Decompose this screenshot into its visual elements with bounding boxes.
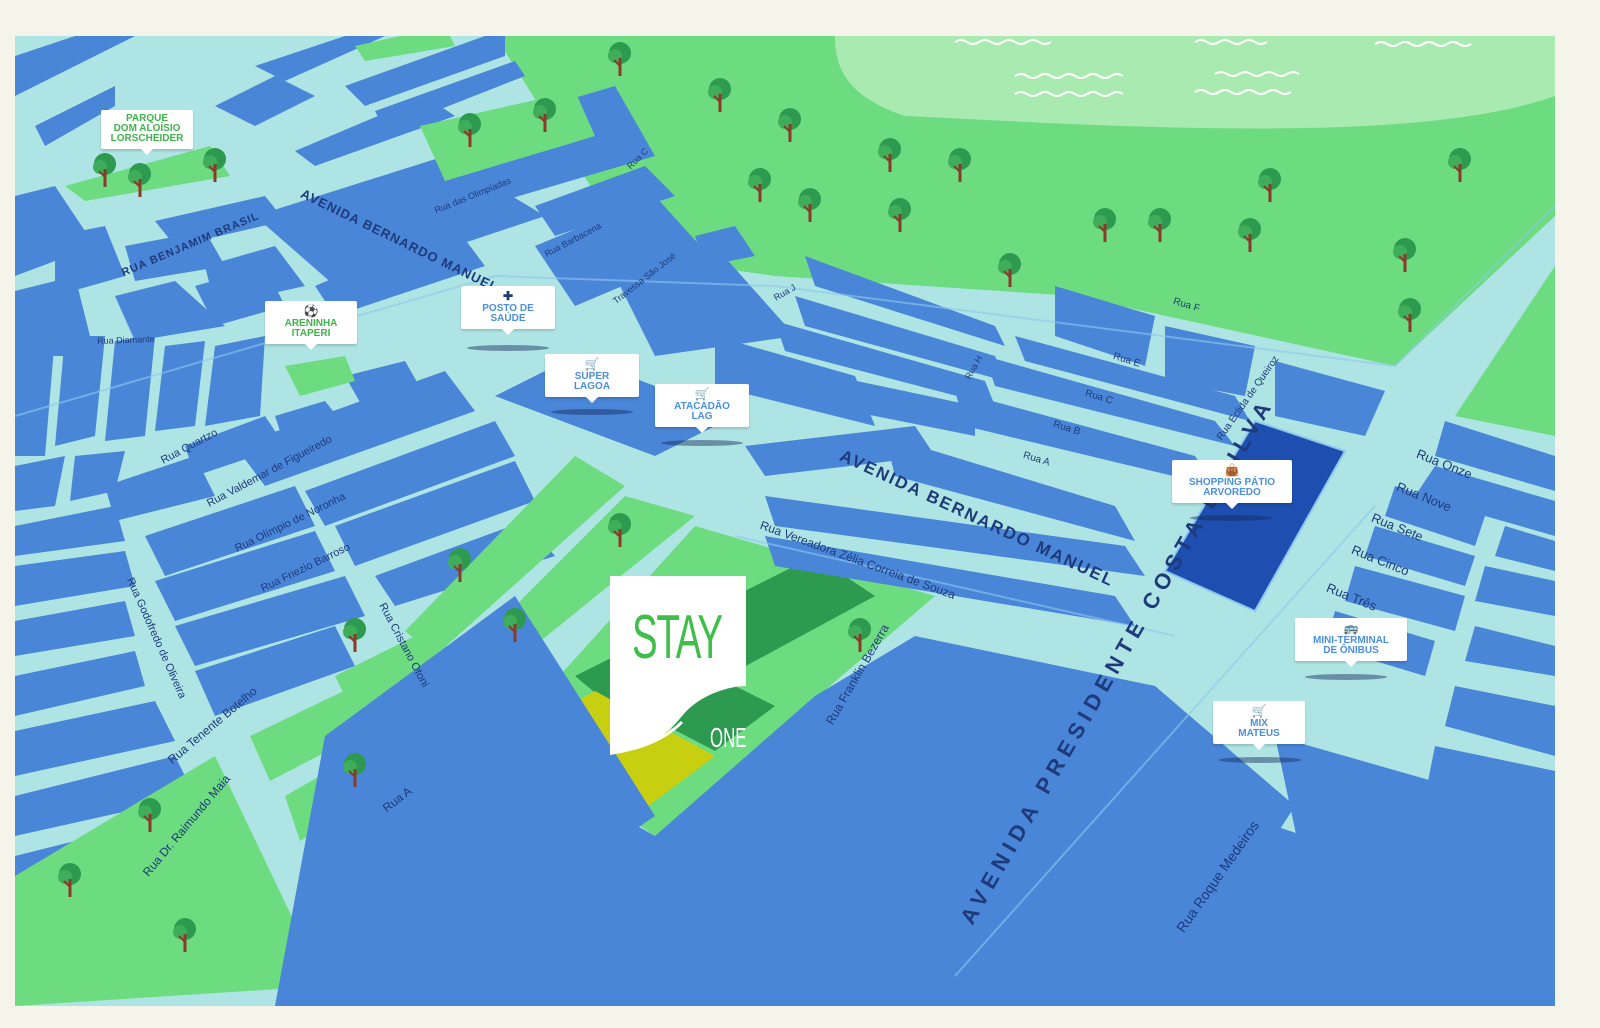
tree-icon xyxy=(875,136,905,176)
lake-area xyxy=(835,36,1555,129)
cart-icon: 🛒 xyxy=(584,357,600,371)
tree-icon xyxy=(1445,146,1475,186)
cross-icon: ✚ xyxy=(502,289,514,303)
bus-icon: 🚌 xyxy=(1343,621,1359,635)
poi-atacadao-lag[interactable]: 🛒 ATACADÃO LAG xyxy=(655,384,749,433)
poi-parque-dom-aloisio[interactable]: PARQUE DOM ALOÍSIO LORSCHEIDER xyxy=(101,110,193,155)
ball-icon: ⚽ xyxy=(303,304,319,318)
stay-one-flag xyxy=(610,576,746,755)
tree-icon xyxy=(55,861,85,901)
cart-icon: 🛒 xyxy=(694,387,710,401)
tree-icon xyxy=(530,96,560,136)
tree-icon xyxy=(605,511,635,551)
tree-icon xyxy=(170,916,200,956)
poi-mix-mateus[interactable]: 🛒 MIX MATEUS xyxy=(1213,701,1305,750)
tree-icon xyxy=(445,546,475,586)
street-rua-diamante: Rua Diamante xyxy=(97,333,155,346)
map-base xyxy=(15,36,1555,1006)
tree-icon xyxy=(125,161,155,201)
tree-icon xyxy=(1395,296,1425,336)
tree-icon xyxy=(705,76,735,116)
tree-icon xyxy=(340,616,370,656)
tree-icon xyxy=(500,606,530,646)
tree-icon xyxy=(995,251,1025,291)
tree-icon xyxy=(135,796,165,836)
bag-icon: 👜 xyxy=(1224,463,1240,477)
tree-icon xyxy=(845,616,875,656)
tree-icon xyxy=(1235,216,1265,256)
tree-icon xyxy=(1255,166,1285,206)
poi-areninha-itaperi[interactable]: ⚽ ARENINHA ITAPERI xyxy=(265,301,357,350)
tree-icon xyxy=(1390,236,1420,276)
poi-super-lagoa[interactable]: 🛒 SUPER LAGOA xyxy=(545,354,639,403)
one-text: ONE xyxy=(710,722,747,753)
tree-icon xyxy=(775,106,805,146)
blocks-central xyxy=(495,226,1385,626)
tree-icon xyxy=(945,146,975,186)
poi-mini-terminal-de-onibus[interactable]: 🚌 MINI-TERMINAL DE ÔNIBUS xyxy=(1295,618,1407,667)
tree-icon xyxy=(1090,206,1120,246)
map-canvas[interactable]: AVENIDA BERNARDO MANUEL AVENIDA BERNARDO… xyxy=(15,36,1555,1006)
tree-icon xyxy=(795,186,825,226)
tree-icon xyxy=(455,111,485,151)
cart-icon: 🛒 xyxy=(1251,704,1267,718)
tree-icon xyxy=(885,196,915,236)
poi-posto-de-saude[interactable]: ✚ POSTO DE SAÚDE xyxy=(461,286,555,335)
tree-icon xyxy=(605,40,635,80)
water-waves xyxy=(954,39,1472,97)
tree-icon xyxy=(340,751,370,791)
poi-shopping-patio-arvoredo[interactable]: 👜 SHOPPING PÁTIO ARVOREDO xyxy=(1172,460,1292,509)
stay-text: STAY xyxy=(632,603,723,672)
tree-icon xyxy=(90,151,120,191)
tree-icon xyxy=(1145,206,1175,246)
stay-one-logo[interactable]: STAY ONE xyxy=(610,576,746,762)
tree-icon xyxy=(745,166,775,206)
tree-icon xyxy=(200,146,230,186)
